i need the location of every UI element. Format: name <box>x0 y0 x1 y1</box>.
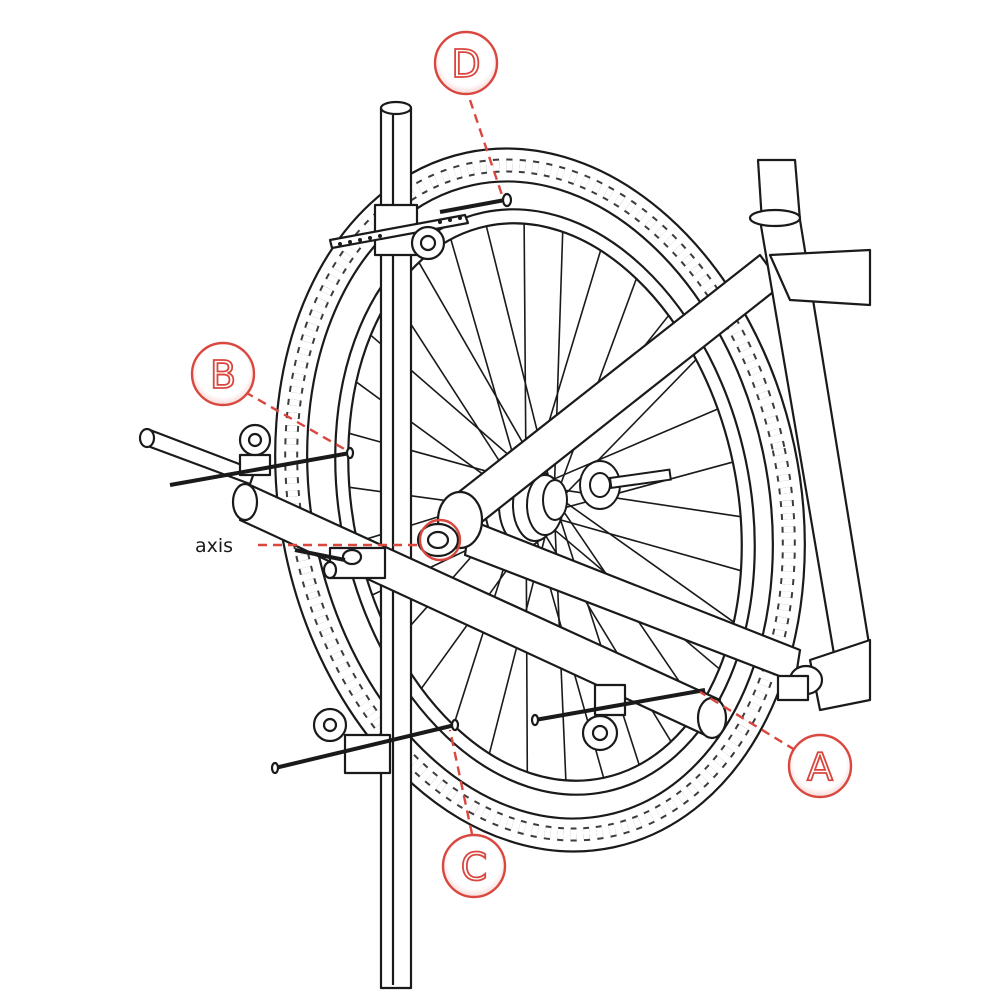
axis-label: axis <box>195 535 233 557</box>
leader-c <box>448 729 474 835</box>
c-knob[interactable] <box>312 707 348 743</box>
callout-d-letter: D <box>451 42 480 86</box>
spoke <box>551 492 640 765</box>
truing-stand <box>138 100 728 990</box>
callout-a: A <box>787 733 853 799</box>
a-knob[interactable] <box>581 683 627 752</box>
callout-c-letter: C <box>461 845 488 889</box>
callout-a-letter: A <box>807 745 833 789</box>
callout-leaders <box>244 99 796 835</box>
spoke <box>544 461 734 514</box>
callout-b: B <box>190 341 256 407</box>
axis-highlight-ring <box>418 518 462 562</box>
spoke <box>542 485 735 623</box>
top-tube <box>768 248 872 307</box>
spoke <box>549 359 697 511</box>
leader-b <box>244 390 347 452</box>
spoke <box>537 485 741 518</box>
upper-knob[interactable] <box>410 225 446 261</box>
spoke <box>539 513 742 572</box>
callout-d: D <box>433 30 499 96</box>
spoke <box>532 408 719 489</box>
callout-c: C <box>441 833 507 899</box>
leader-a <box>699 690 796 752</box>
chain-stay <box>463 518 802 684</box>
callout-b-letter: B <box>210 353 236 397</box>
leader-d <box>468 99 505 199</box>
tire-outer <box>274 147 806 853</box>
upper-gauge-arm <box>328 213 470 250</box>
bike-frame <box>436 158 872 712</box>
